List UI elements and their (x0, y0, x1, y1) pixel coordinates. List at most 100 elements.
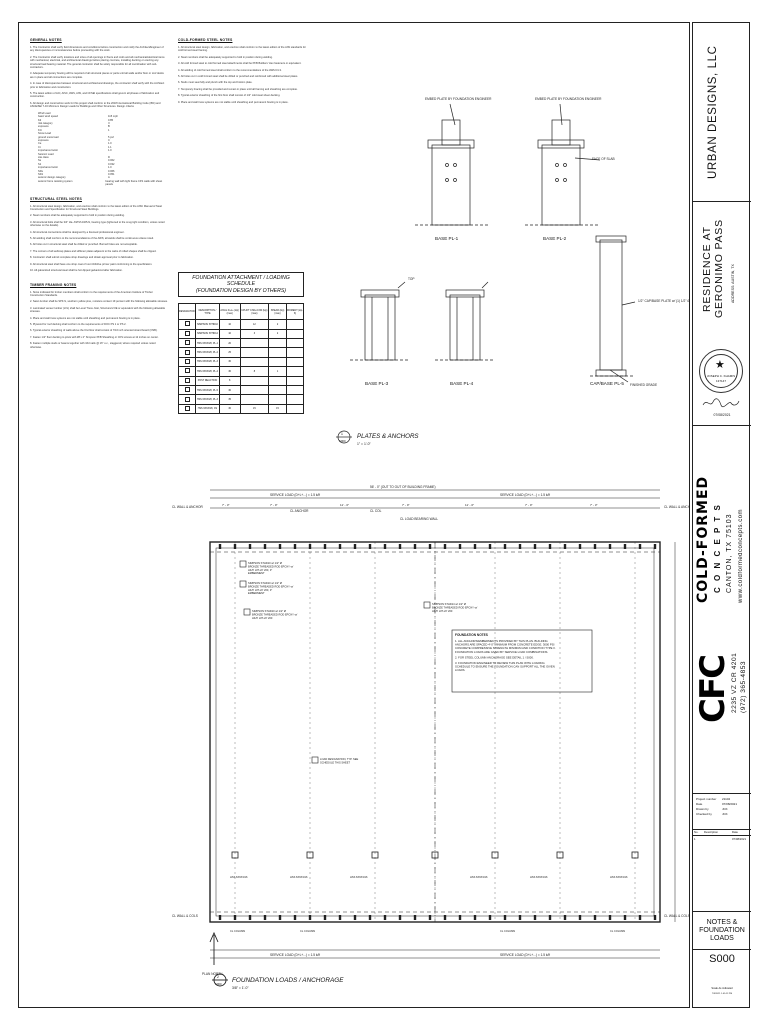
anchor-mark (488, 544, 492, 549)
notes-column-cfs: COLD-FORMED STEEL NOTES 1. All structura… (178, 38, 306, 107)
anchor-mark (503, 544, 507, 549)
criterion-label: Kd (38, 118, 42, 122)
hss-label: HSS 6X6X3/16 (530, 875, 548, 879)
schedule-title-line1: FOUNDATION ATTACHMENT / LOADING SCHEDULE (192, 275, 290, 288)
anchor-mark (578, 915, 582, 920)
base-pl4-label: BASE PL-4 (450, 381, 474, 386)
criterion-label: seismic force resisting system (38, 179, 73, 183)
sheet-title: NOTES & FOUNDATION LOADS (699, 919, 745, 943)
plan-num: 2 (217, 975, 219, 979)
steel-notes-title: STRUCTURAL STEEL NOTES (30, 196, 82, 201)
schedule-cell (239, 394, 269, 405)
callout-text: HILTI HIT-HY 200, 3" (248, 568, 272, 572)
schedule-cell: HSS 6X6X3/8, PL-3 (195, 356, 220, 368)
base-pl1-label: BASE PL-1 (435, 236, 459, 241)
anchor-mark (278, 915, 282, 920)
cfs-note: 1. All structural steel design, fabricat… (178, 46, 306, 53)
dimension-label: 7' - 0" (525, 503, 533, 507)
callout-box (243, 608, 251, 616)
criterion-value: 1 (108, 128, 110, 132)
schedule-cell: HSS 6X6X3/8, PL-3 (195, 394, 220, 405)
criterion-label: Ss (38, 159, 42, 163)
ld-wall-label: CL LOAD BEARING WALL (400, 517, 438, 521)
general-note: 4. In case of discrepancies between stru… (30, 82, 165, 89)
anchor-mark (623, 544, 627, 549)
info-label: Checked by (696, 812, 712, 816)
seal-date: 07/08/2021 (713, 413, 731, 417)
callout-box (239, 560, 247, 568)
anchor-mark (218, 544, 222, 549)
callout-text: SIMPSON STHD14 w/ 1/2" Ø (432, 602, 466, 606)
criterion-label: Ce (38, 142, 42, 146)
schedule-cell (267, 375, 287, 386)
foundation-note-line: CONCRETE COMPRESSIVE STRENGTH MINIMUM AN… (455, 646, 556, 650)
cfs-note: 9. Place and wall truss systems are not … (178, 100, 289, 104)
notes-column-general: GENERAL NOTES 1. The Contractor shall ve… (30, 38, 168, 352)
cfs-note: 6. Studs must seat fully and plumb with … (178, 81, 253, 85)
design-criterion: Seismic Load (38, 153, 168, 156)
anchor-mark (278, 544, 282, 549)
anchor-mark (233, 544, 237, 549)
anchor-mark (473, 544, 477, 549)
anchor-mark (218, 915, 222, 920)
sheet-frame (18, 22, 690, 1008)
callout-text: HILTI HIT-HY 200 (432, 609, 453, 613)
schedule-header: DESIGNATION (177, 303, 197, 321)
foundation-note-line: SCHEDULE TO ENSURE THE FOUNDATION CAN SU… (455, 665, 555, 669)
schedule-cell (177, 403, 197, 415)
criterion-label: risk category (38, 121, 53, 125)
criterion-label: ground snow load (38, 135, 59, 139)
general-note: 3. Adequate temporary bracing will be re… (30, 72, 164, 79)
criterion-label: basic wind speed (38, 115, 58, 119)
criterion-label: importance factor (38, 166, 59, 170)
info-label: Project number (696, 797, 717, 801)
finished-grade-label: FINISHED GRADE (630, 383, 657, 387)
anchor-mark (653, 915, 657, 920)
timber-note: 6. Typical exterior sheathing of walls a… (30, 329, 158, 333)
steel-note: 9. All structural steel shall have one s… (30, 262, 153, 266)
dimension-label: 11' - 0" (465, 503, 474, 507)
schedule-cell (177, 337, 197, 349)
criterion-label: seismic design category (38, 176, 66, 180)
cfs-note: 5. All holes cut in cold formed steel sh… (178, 75, 298, 79)
company-sub: C O N C E P T S (713, 503, 722, 593)
axis-right-label: CL WALL & ANCHOR (664, 505, 690, 509)
seal-number: 137147 (715, 379, 726, 383)
schedule-cell: 1 (267, 366, 287, 377)
plan-north-label: PLAN NORTH (202, 972, 223, 976)
schedule-cell: 2 (267, 319, 287, 330)
schedule-cell (177, 328, 197, 340)
designation-box (184, 396, 190, 402)
criterion-value: II (108, 121, 110, 125)
schedule-cell: 15 (267, 403, 287, 415)
schedule-cell (177, 319, 197, 330)
schedule-cell: 35 (218, 394, 241, 405)
hss-label: HSS 6X6X3/16 (470, 875, 488, 879)
timber-note: 4. Place and wall truss systems are not … (30, 316, 141, 320)
embed-plate-note-2: EMBED PLATE BY FOUNDATION ENGINEER (535, 97, 602, 101)
schedule-cell: POST REACTION (195, 375, 220, 386)
callout-text: EMBEDMENT (248, 591, 265, 595)
anchor-mark (443, 544, 447, 549)
cfs-notes-list: 1. All structural steel design, fabricat… (178, 46, 306, 104)
schedule-cell (285, 403, 305, 415)
schedule-cell: SIMPSON STHD10 (195, 319, 220, 330)
steel-note: 3. All structural bolts shall be 3/4" di… (30, 220, 165, 228)
dimension-label: 11' - 0" (340, 503, 349, 507)
callout-text: SIMPSON STHD10 w/ 1/2" Ø (252, 609, 286, 613)
foundation-notes-title: FOUNDATION NOTES (455, 633, 488, 637)
criterion-value: A (108, 176, 110, 180)
schedule-cell (267, 384, 287, 396)
callout-text: SIMPSON STHD10 w/ 1/2" Ø (248, 581, 282, 585)
capbase-label: CAP/BASE PL-5 (590, 381, 624, 386)
company-address: 2235 VZ CR 4201 (731, 652, 738, 713)
